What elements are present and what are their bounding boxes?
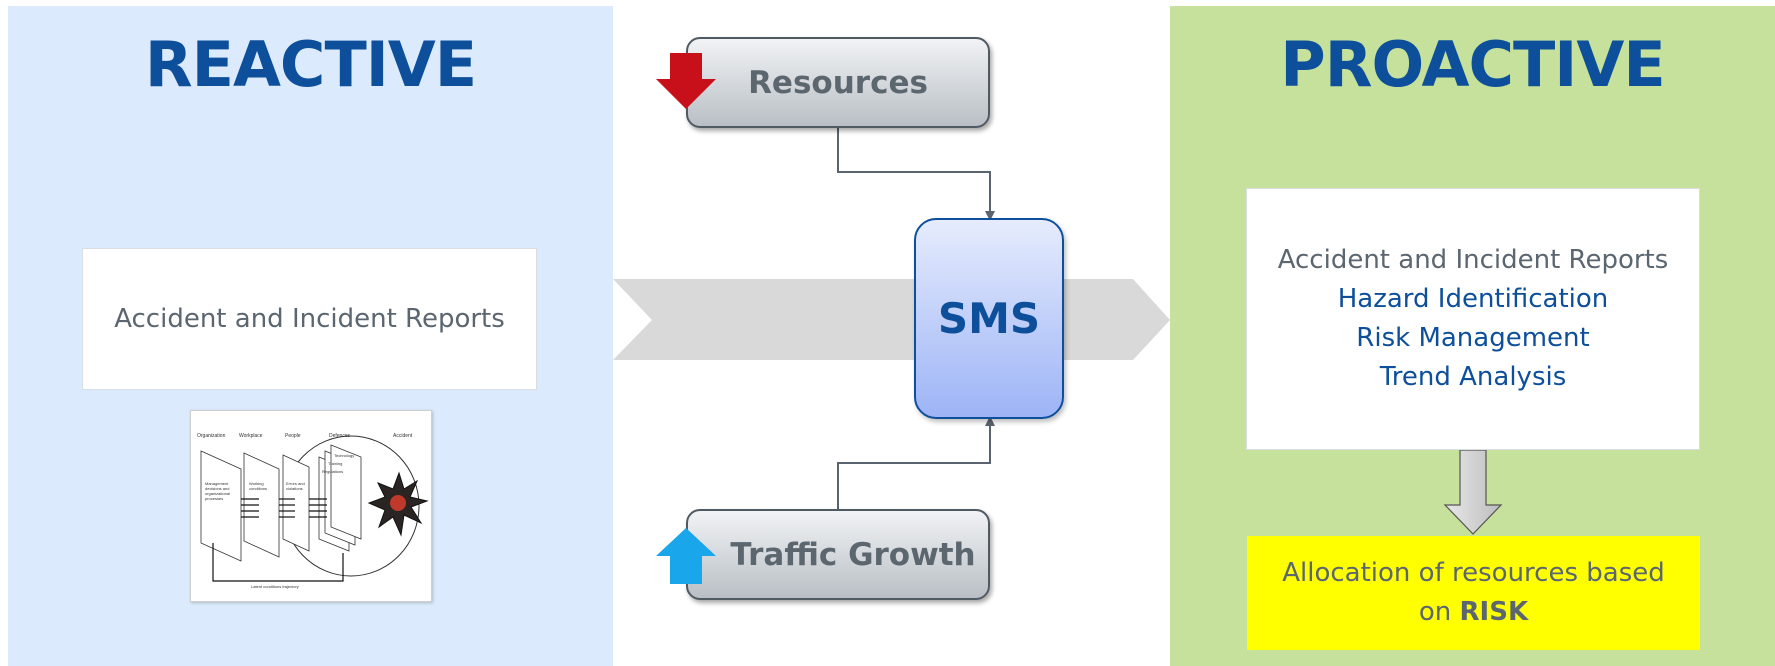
plate-label-training: Training xyxy=(328,461,343,466)
proactive-title: PROACTIVE xyxy=(1280,28,1665,101)
allocation-box: Allocation of resources based on RISK xyxy=(1247,536,1700,650)
flow-down-arrow-icon xyxy=(1443,450,1503,535)
plate-label-regulations: Regulations xyxy=(322,469,344,474)
column-label-organization: Organization xyxy=(197,433,226,439)
column-label-defences: Defences xyxy=(329,433,351,439)
accident-causation-model-image: Organization Workplace People Defences A… xyxy=(190,410,432,602)
plate-label-management: Management decisions and organizational … xyxy=(205,481,230,501)
reactive-title: REACTIVE xyxy=(144,28,477,101)
proactive-report-box: Accident and Incident Reports Hazard Ide… xyxy=(1246,188,1700,450)
down-arrow-icon xyxy=(656,53,716,109)
people-plate xyxy=(282,454,310,552)
traffic-growth-label: Traffic Growth xyxy=(730,536,976,573)
column-label-accident: Accident xyxy=(393,433,413,439)
defence-plate-3 xyxy=(330,444,362,540)
proactive-line-risk: Risk Management xyxy=(1356,323,1590,353)
allocation-text-block: Allocation of resources based on RISK xyxy=(1274,554,1674,632)
proactive-line-hazard: Hazard Identification xyxy=(1337,284,1609,314)
traffic-connector xyxy=(837,416,995,510)
plate-label-working-conditions: Working conditions xyxy=(249,481,268,491)
accident-burst-center xyxy=(390,495,406,511)
proactive-line-reports: Accident and Incident Reports xyxy=(1277,245,1669,275)
column-label-people: People xyxy=(285,433,301,439)
allocation-risk-emphasis: RISK xyxy=(1459,597,1529,627)
plate-label-technology: Technology xyxy=(334,453,355,458)
latent-trajectory-line xyxy=(212,543,344,582)
traffic-growth-box: Traffic Growth xyxy=(686,509,990,600)
proactive-line-trend: Trend Analysis xyxy=(1379,362,1567,392)
resources-box: Resources xyxy=(686,37,990,128)
resources-label: Resources xyxy=(748,64,928,101)
resources-connector xyxy=(837,127,995,221)
sms-label: SMS xyxy=(937,294,1041,343)
workplace-plate xyxy=(243,452,280,558)
plate-label-errors: Errors and violations xyxy=(286,481,305,491)
trajectory-label: Latent conditions trajectory xyxy=(251,584,299,589)
reactive-report-box: Accident and Incident Reports xyxy=(82,248,537,390)
allocation-label: Allocation of resources based on xyxy=(1282,558,1665,627)
sms-box: SMS xyxy=(914,218,1064,419)
trajectory-arrows xyxy=(241,498,327,518)
reactive-report-label: Accident and Incident Reports xyxy=(114,304,505,334)
up-arrow-icon xyxy=(656,528,716,584)
column-label-workplace: Workplace xyxy=(239,433,263,439)
flow-chevron xyxy=(613,279,1170,360)
org-plate xyxy=(200,450,242,562)
